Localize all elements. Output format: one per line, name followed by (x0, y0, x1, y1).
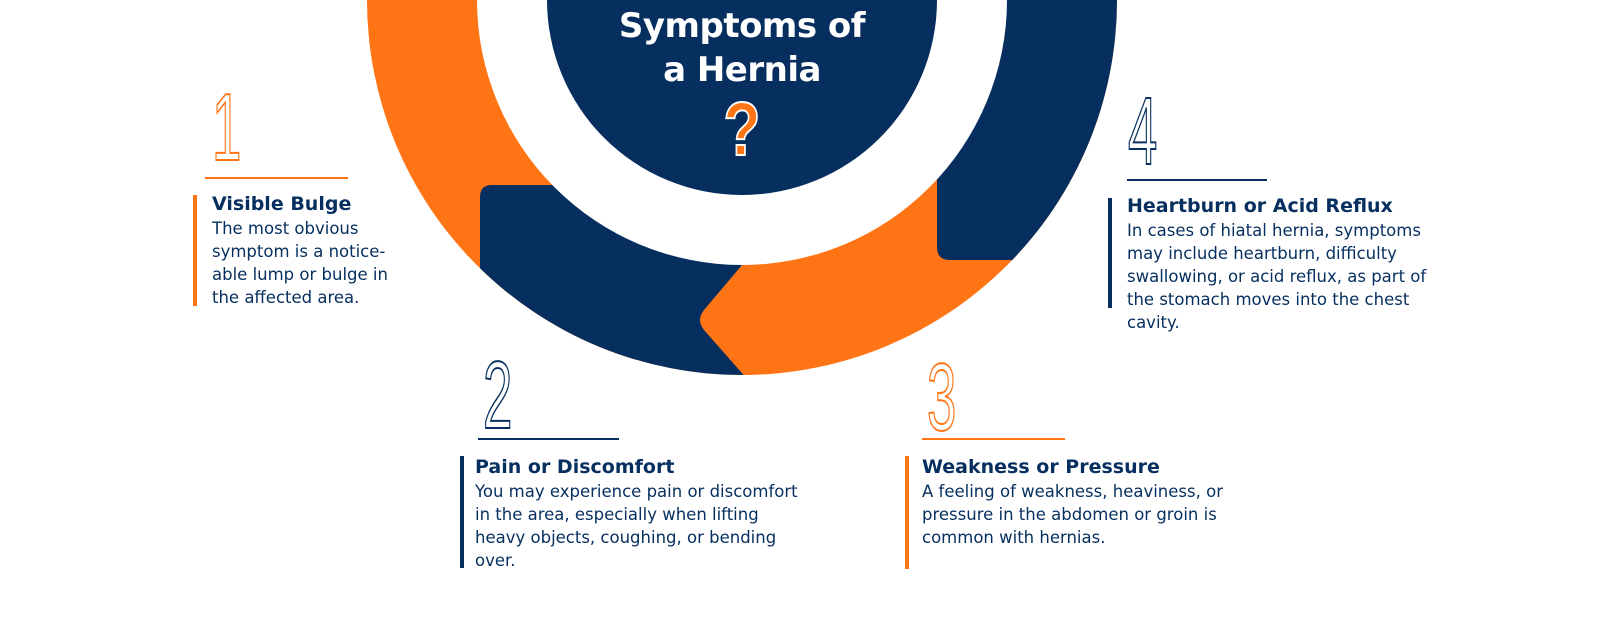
symptom-text: may include heartburn, difficulty (1127, 244, 1397, 263)
divider-2 (478, 438, 619, 440)
symptom-text: pressure in the abdomen or groin is (922, 505, 1217, 524)
symptom-heading: Pain or Discomfort (475, 456, 675, 478)
symptom-text: A feeling of weakness, heaviness, or (922, 482, 1223, 501)
symptom-text: In cases of hiatal hernia, symptoms (1127, 221, 1421, 240)
symptom-text: able lump or bulge in (212, 265, 388, 284)
symptom-weakness: Weakness or Pressure A feeling of weakne… (922, 454, 1223, 549)
center-circle (547, 0, 937, 195)
symptom-heartburn: Heartburn or Acid Reflux In cases of hia… (1127, 193, 1426, 334)
accent-bar-2 (460, 456, 464, 568)
divider-1 (205, 177, 348, 179)
ring-segment-navy-right (937, 0, 1117, 260)
accent-bar-3 (905, 456, 909, 569)
number-3: 3 (926, 344, 957, 451)
symptom-text: common with hernias. (922, 528, 1106, 547)
page-title: Symptoms of a Hernia (542, 4, 942, 92)
number-4: 4 (1127, 78, 1158, 185)
symptom-text: swallowing, or acid reflux, as part of (1127, 267, 1427, 286)
symptom-text: cavity. (1127, 313, 1180, 332)
symptom-text: the stomach moves into the chest (1127, 290, 1410, 309)
symptom-heading: Weakness or Pressure (922, 456, 1160, 478)
symptom-text: The most obvious (212, 219, 359, 238)
accent-bar-4 (1108, 198, 1112, 308)
symptom-text: heavy objects, coughing, or bending (475, 528, 777, 547)
question-mark-icon: ? (723, 86, 762, 173)
symptom-pain: Pain or Discomfort You may experience pa… (475, 454, 798, 572)
symptom-text: symptom is a notice- (212, 242, 386, 261)
number-2: 2 (482, 342, 513, 449)
symptom-heading: Heartburn or Acid Reflux (1127, 195, 1393, 217)
symptom-text: You may experience pain or discomfort (475, 482, 798, 501)
symptom-text: the affected area. (212, 288, 360, 307)
title-line-1: Symptoms of (618, 6, 866, 46)
accent-bar-1 (193, 195, 197, 306)
symptom-text: over. (475, 551, 516, 570)
number-1: 1 (211, 74, 242, 181)
divider-4 (1127, 179, 1267, 181)
symptom-visible-bulge: Visible Bulge The most obvious symptom i… (212, 191, 388, 309)
divider-3 (922, 438, 1065, 440)
symptom-text: in the area, especially when lifting (475, 505, 759, 524)
symptom-heading: Visible Bulge (212, 193, 352, 215)
title-line-2: a Hernia (663, 50, 821, 90)
